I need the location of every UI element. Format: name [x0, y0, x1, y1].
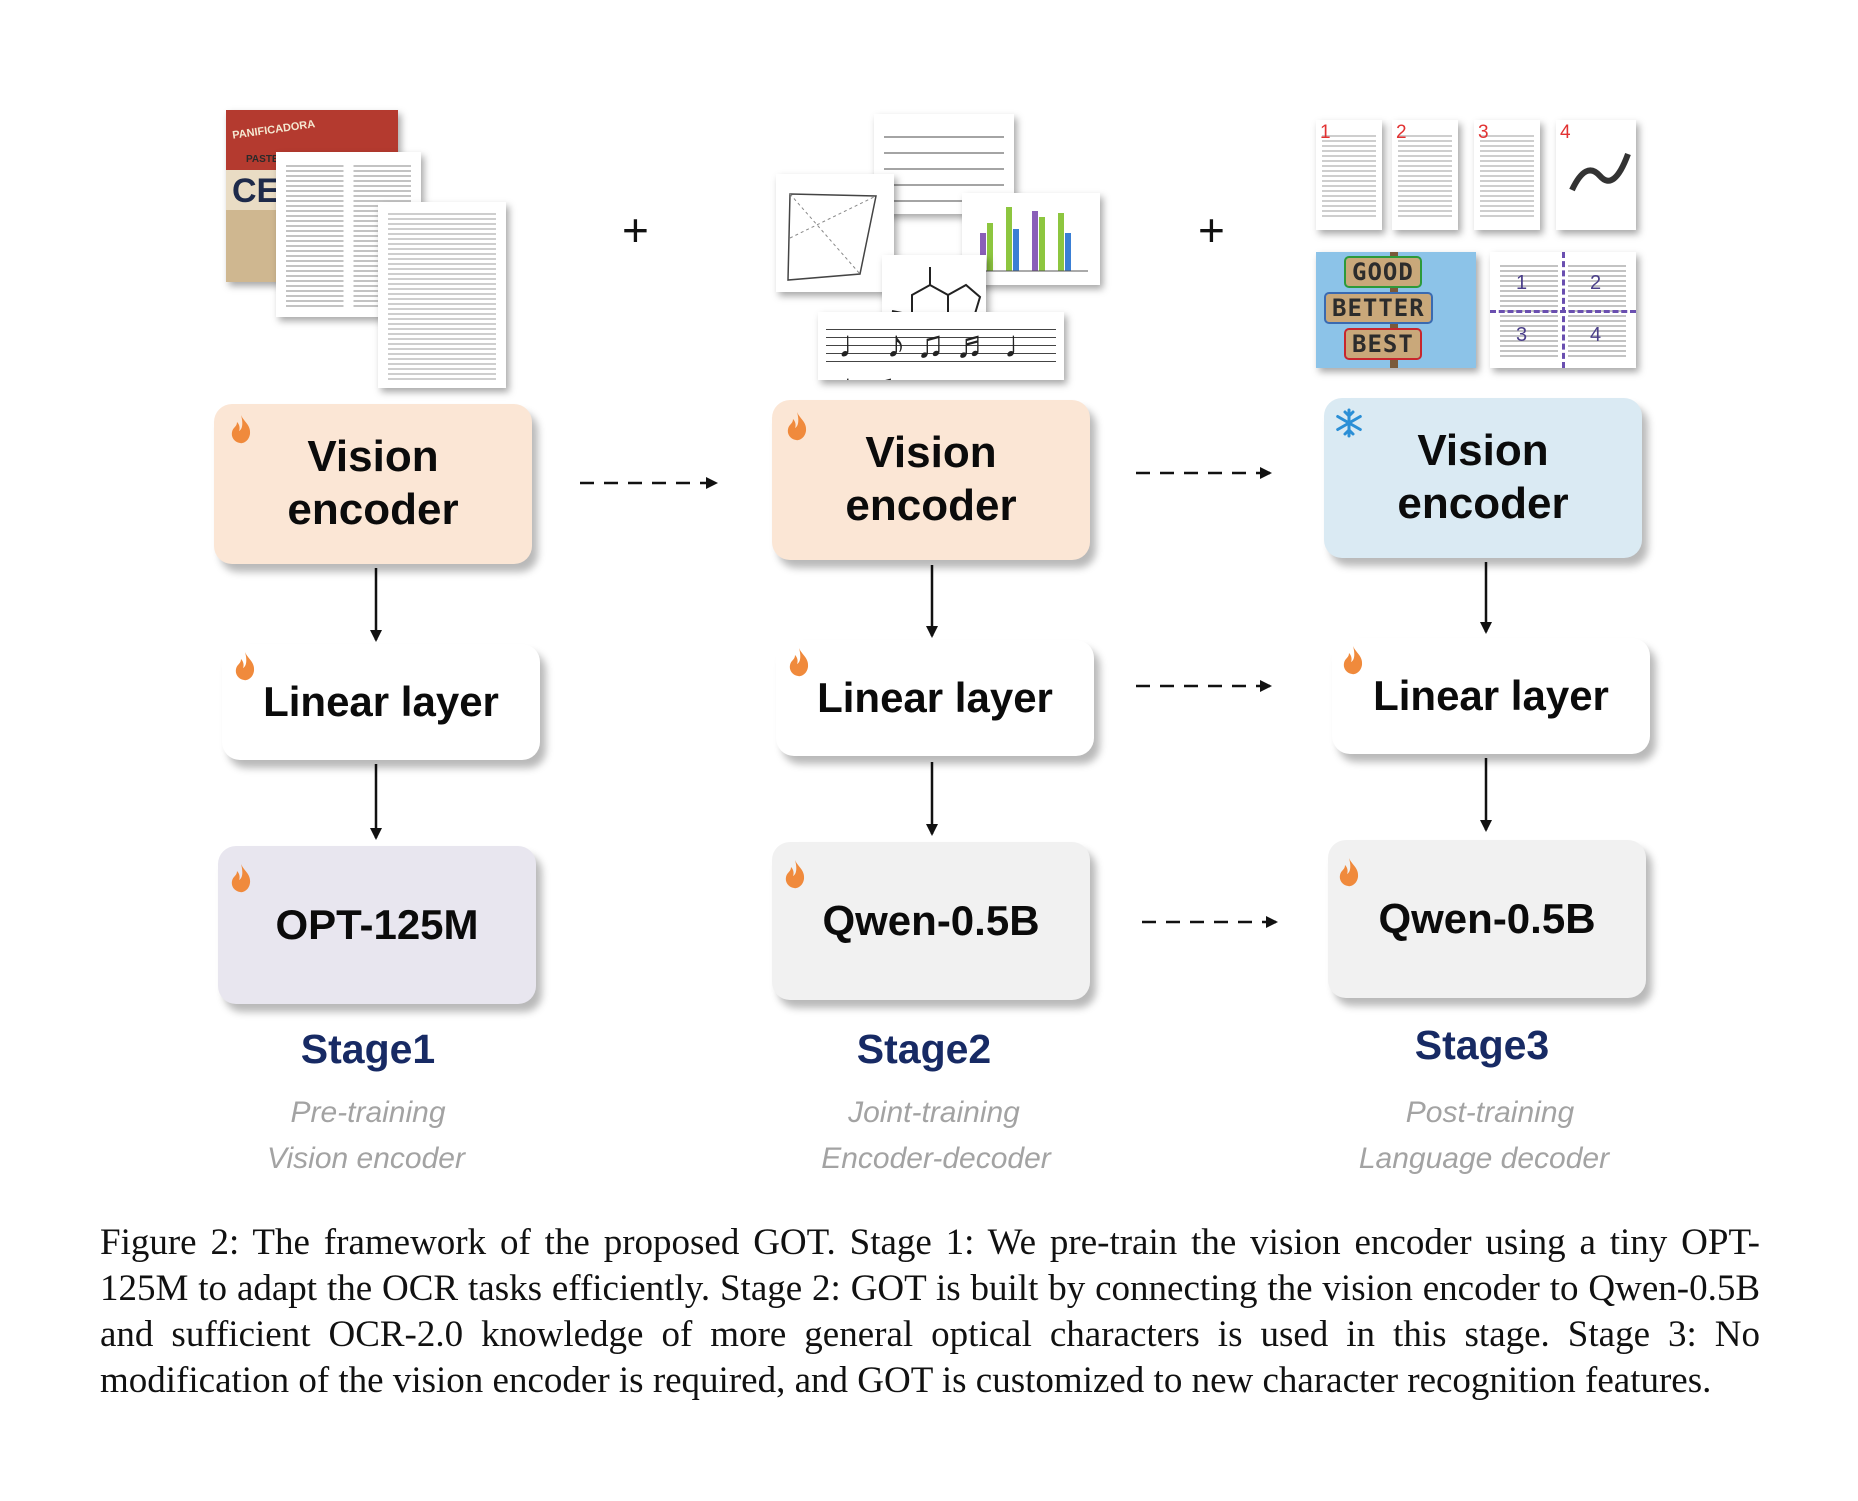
page-number-label: 1	[1320, 122, 1331, 143]
vision-encoder-label: Vision encoder	[287, 432, 459, 534]
signpost-label: GOOD	[1344, 256, 1422, 288]
page-number-label: 4	[1560, 122, 1571, 143]
linear-layer-label: Linear layer	[1373, 671, 1609, 719]
stage3-subtitle-line1: Post-training	[1405, 1096, 1575, 1129]
quadrant-page-thumbnail: 1 2 3 4	[1490, 252, 1636, 368]
signpost-label: BEST	[1344, 328, 1422, 360]
stage1-vision-encoder-box: Vision encoder	[214, 404, 532, 564]
stage1-title: Stage1	[300, 1026, 436, 1072]
vision-encoder-label: Vision encoder	[845, 428, 1017, 530]
bar-chart-thumbnail	[962, 193, 1100, 285]
flame-icon	[235, 652, 255, 681]
stage2-subtitle-line1: Joint-training	[848, 1096, 1020, 1129]
sheet-music-thumbnail: ♩ ♪ ♫ ♬ ♩ ♪ ♫	[818, 312, 1064, 380]
vision-encoder-label: Vision encoder	[1397, 426, 1569, 528]
decoder-label: Qwen-0.5B	[1378, 894, 1596, 942]
signpost-label: BETTER	[1324, 292, 1433, 324]
signpost-thumbnail: GOOD BETTER BEST	[1316, 252, 1476, 368]
stage1-subtitle-line1: Pre-training	[290, 1096, 446, 1129]
quadrant-label: 4	[1590, 324, 1602, 346]
multi-page-thumbnail	[1474, 120, 1540, 230]
multi-page-thumbnail	[1556, 120, 1636, 230]
flame-icon	[231, 864, 251, 893]
linear-layer-label: Linear layer	[263, 677, 499, 725]
page-number-label: 2	[1396, 122, 1407, 143]
stage1-linear-layer-box: Linear layer	[222, 644, 540, 760]
stage1-subtitle-line2: Vision encoder	[267, 1142, 465, 1175]
quadrant-label: 2	[1590, 272, 1602, 294]
flame-icon	[1339, 858, 1359, 887]
plus-sign: +	[1198, 204, 1225, 256]
quadrant-label: 3	[1516, 324, 1528, 346]
stage3-vision-encoder-box: Vision encoder	[1324, 398, 1642, 558]
multi-page-thumbnail	[1392, 120, 1458, 230]
decoder-label: Qwen-0.5B	[822, 896, 1040, 944]
stage3-qwen-box: Qwen-0.5B	[1328, 840, 1646, 998]
stage2-qwen-box: Qwen-0.5B	[772, 842, 1090, 1000]
stage2-subtitle-line2: Encoder-decoder	[821, 1142, 1051, 1175]
snowflake-icon	[1336, 408, 1362, 438]
plus-sign: +	[622, 204, 649, 256]
figure-caption: Figure 2: The framework of the proposed …	[100, 1222, 1760, 1401]
flame-icon	[787, 412, 807, 441]
flame-icon	[789, 648, 809, 677]
linear-layer-label: Linear layer	[817, 673, 1053, 721]
geometry-thumbnail	[776, 174, 894, 292]
stage2-title: Stage2	[856, 1026, 992, 1072]
poster-text: CE	[232, 172, 280, 210]
flame-icon	[785, 860, 805, 889]
stage2-linear-layer-box: Linear layer	[776, 640, 1094, 756]
stage3-linear-layer-box: Linear layer	[1332, 638, 1650, 754]
quadrant-label: 1	[1516, 272, 1528, 294]
flow-arrows	[370, 467, 1492, 928]
stage1-opt-125m-box: OPT-125M	[218, 846, 536, 1004]
flame-icon	[1343, 646, 1363, 675]
flame-icon	[231, 415, 251, 444]
page-number-label: 3	[1478, 122, 1489, 143]
stage3-subtitle-line2: Language decoder	[1358, 1142, 1610, 1175]
stage2-vision-encoder-box: Vision encoder	[772, 400, 1090, 560]
document-page-thumbnail	[378, 202, 506, 388]
multi-page-thumbnail	[1316, 120, 1382, 230]
stage3-title: Stage3	[1414, 1022, 1550, 1068]
decoder-label: OPT-125M	[275, 900, 479, 948]
